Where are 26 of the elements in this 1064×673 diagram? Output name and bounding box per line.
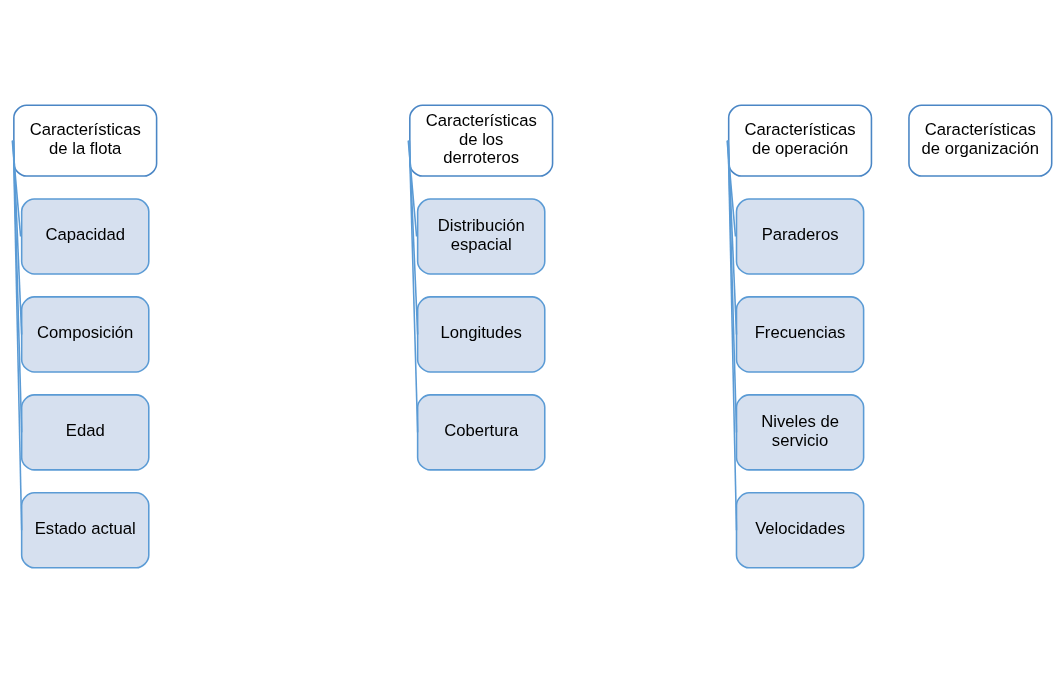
- connector: [11, 139, 22, 238]
- node-box: Paraderos: [735, 198, 865, 275]
- node-box: Longitudes: [416, 296, 546, 373]
- connector: [12, 139, 23, 336]
- node-box: Composición: [20, 296, 150, 373]
- connector: [727, 139, 738, 434]
- connector: [407, 139, 418, 238]
- node-box: Capacidad: [20, 198, 150, 275]
- node-box: Distribución espacial: [416, 198, 546, 275]
- node-box: Frecuencias: [735, 296, 865, 373]
- connector: [12, 139, 23, 532]
- connector: [726, 139, 737, 238]
- connector: [727, 139, 738, 336]
- node-box: Características de organización: [908, 104, 1053, 177]
- node-box: Estado actual: [20, 492, 150, 569]
- node-box: Características de los derroteros: [409, 104, 554, 177]
- node-box: Velocidades: [735, 492, 865, 569]
- node-box: Características de operación: [727, 104, 873, 177]
- connector: [727, 139, 738, 532]
- connector: [408, 139, 419, 336]
- node-box: Características de la flota: [13, 104, 158, 177]
- connector: [12, 139, 23, 434]
- node-box: Niveles de servicio: [735, 394, 865, 471]
- node-box: Cobertura: [416, 394, 546, 471]
- node-box: Edad: [20, 394, 150, 471]
- connector: [408, 139, 419, 434]
